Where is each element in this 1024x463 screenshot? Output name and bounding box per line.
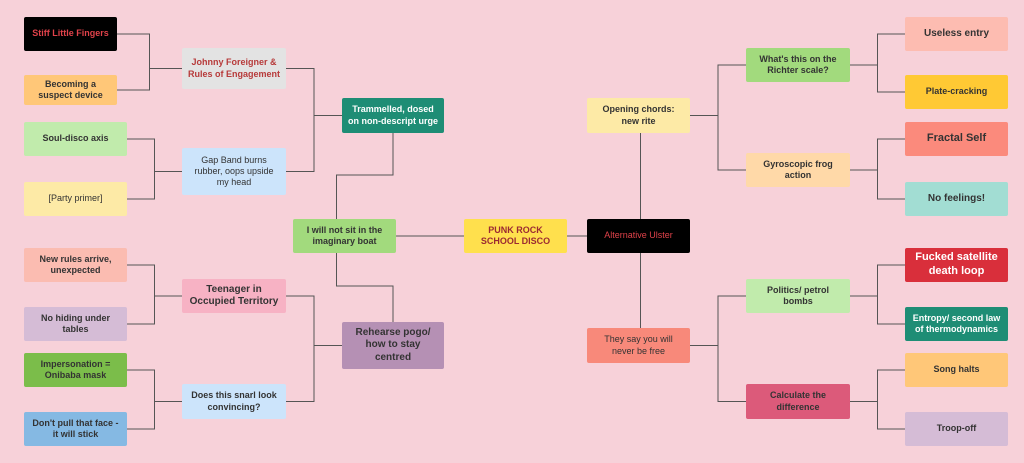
- left-leaf-topic[interactable]: Stiff Little Fingers: [24, 17, 117, 51]
- connector-line: [127, 369, 182, 402]
- connector-line: [286, 295, 342, 346]
- right-leaf-topic[interactable]: Useless entry: [905, 17, 1008, 51]
- left-subtopic[interactable]: Does this snarl look convincing?: [182, 384, 286, 419]
- connector-line: [117, 68, 182, 91]
- connector-line: [850, 401, 905, 430]
- left-leaf-topic[interactable]: Becoming a suspect device: [24, 75, 117, 105]
- right-branch-topic[interactable]: They say you will never be free: [587, 328, 690, 363]
- connector-line: [127, 401, 182, 430]
- connector-line: [127, 264, 182, 297]
- right-subtopic[interactable]: Gyroscopic frog action: [746, 153, 850, 187]
- connector-line: [690, 295, 746, 346]
- right-subtopic[interactable]: What's this on the Richter scale?: [746, 48, 850, 82]
- right-leaf-topic[interactable]: Song halts: [905, 353, 1008, 387]
- left-leaf-topic[interactable]: New rules arrive, unexpected: [24, 248, 127, 282]
- connector-line: [127, 295, 182, 325]
- left-leaf-topic[interactable]: Impersonation = Onibaba mask: [24, 353, 127, 387]
- connector-line: [127, 138, 182, 172]
- right-subtopic[interactable]: Politics/ petrol bombs: [746, 279, 850, 313]
- connector-line: [850, 33, 905, 66]
- left-hub-topic[interactable]: I will not sit in the imaginary boat: [293, 219, 396, 253]
- right-hub-topic[interactable]: Alternative Ulster: [587, 219, 690, 253]
- connector-line: [117, 33, 182, 69]
- connector-line: [850, 264, 905, 297]
- left-branch-topic[interactable]: Rehearse pogo/ how to stay centred: [342, 322, 444, 369]
- connector-line: [690, 115, 746, 171]
- left-leaf-topic[interactable]: Soul-disco axis: [24, 122, 127, 156]
- connector-line: [850, 369, 905, 402]
- connector-line: [127, 171, 182, 200]
- right-leaf-topic[interactable]: Plate-cracking: [905, 75, 1008, 109]
- connector-line: [850, 169, 905, 200]
- left-leaf-topic[interactable]: No hiding under tables: [24, 307, 127, 341]
- connector-line: [850, 64, 905, 93]
- connector-line: [850, 295, 905, 325]
- connector-line: [286, 115, 342, 172]
- connector-line: [286, 68, 342, 116]
- left-subtopic[interactable]: Gap Band burns rubber, oops upside my he…: [182, 148, 286, 195]
- right-leaf-topic[interactable]: No feelings!: [905, 182, 1008, 216]
- right-leaf-topic[interactable]: Fucked satellite death loop: [905, 248, 1008, 282]
- left-subtopic[interactable]: Teenager in Occupied Territory: [182, 279, 286, 313]
- left-subtopic[interactable]: Johnny Foreigner & Rules of Engagement: [182, 48, 286, 89]
- connector-line: [850, 138, 905, 171]
- right-leaf-topic[interactable]: Entropy/ second law of thermodynamics: [905, 307, 1008, 341]
- connector-line: [286, 345, 342, 402]
- connector-line: [336, 133, 394, 219]
- center-topic[interactable]: PUNK ROCK SCHOOL DISCO: [464, 219, 567, 253]
- left-leaf-topic[interactable]: [Party primer]: [24, 182, 127, 216]
- left-leaf-topic[interactable]: Don't pull that face - it will stick: [24, 412, 127, 446]
- connector-line: [690, 64, 746, 116]
- right-subtopic[interactable]: Calculate the difference: [746, 384, 850, 419]
- right-leaf-topic[interactable]: Troop-off: [905, 412, 1008, 446]
- right-leaf-topic[interactable]: Fractal Self: [905, 122, 1008, 156]
- right-branch-topic[interactable]: Opening chords: new rite: [587, 98, 690, 133]
- connector-line: [336, 253, 394, 322]
- connector-line: [690, 345, 746, 402]
- left-branch-topic[interactable]: Trammelled, dosed on non-descript urge: [342, 98, 444, 133]
